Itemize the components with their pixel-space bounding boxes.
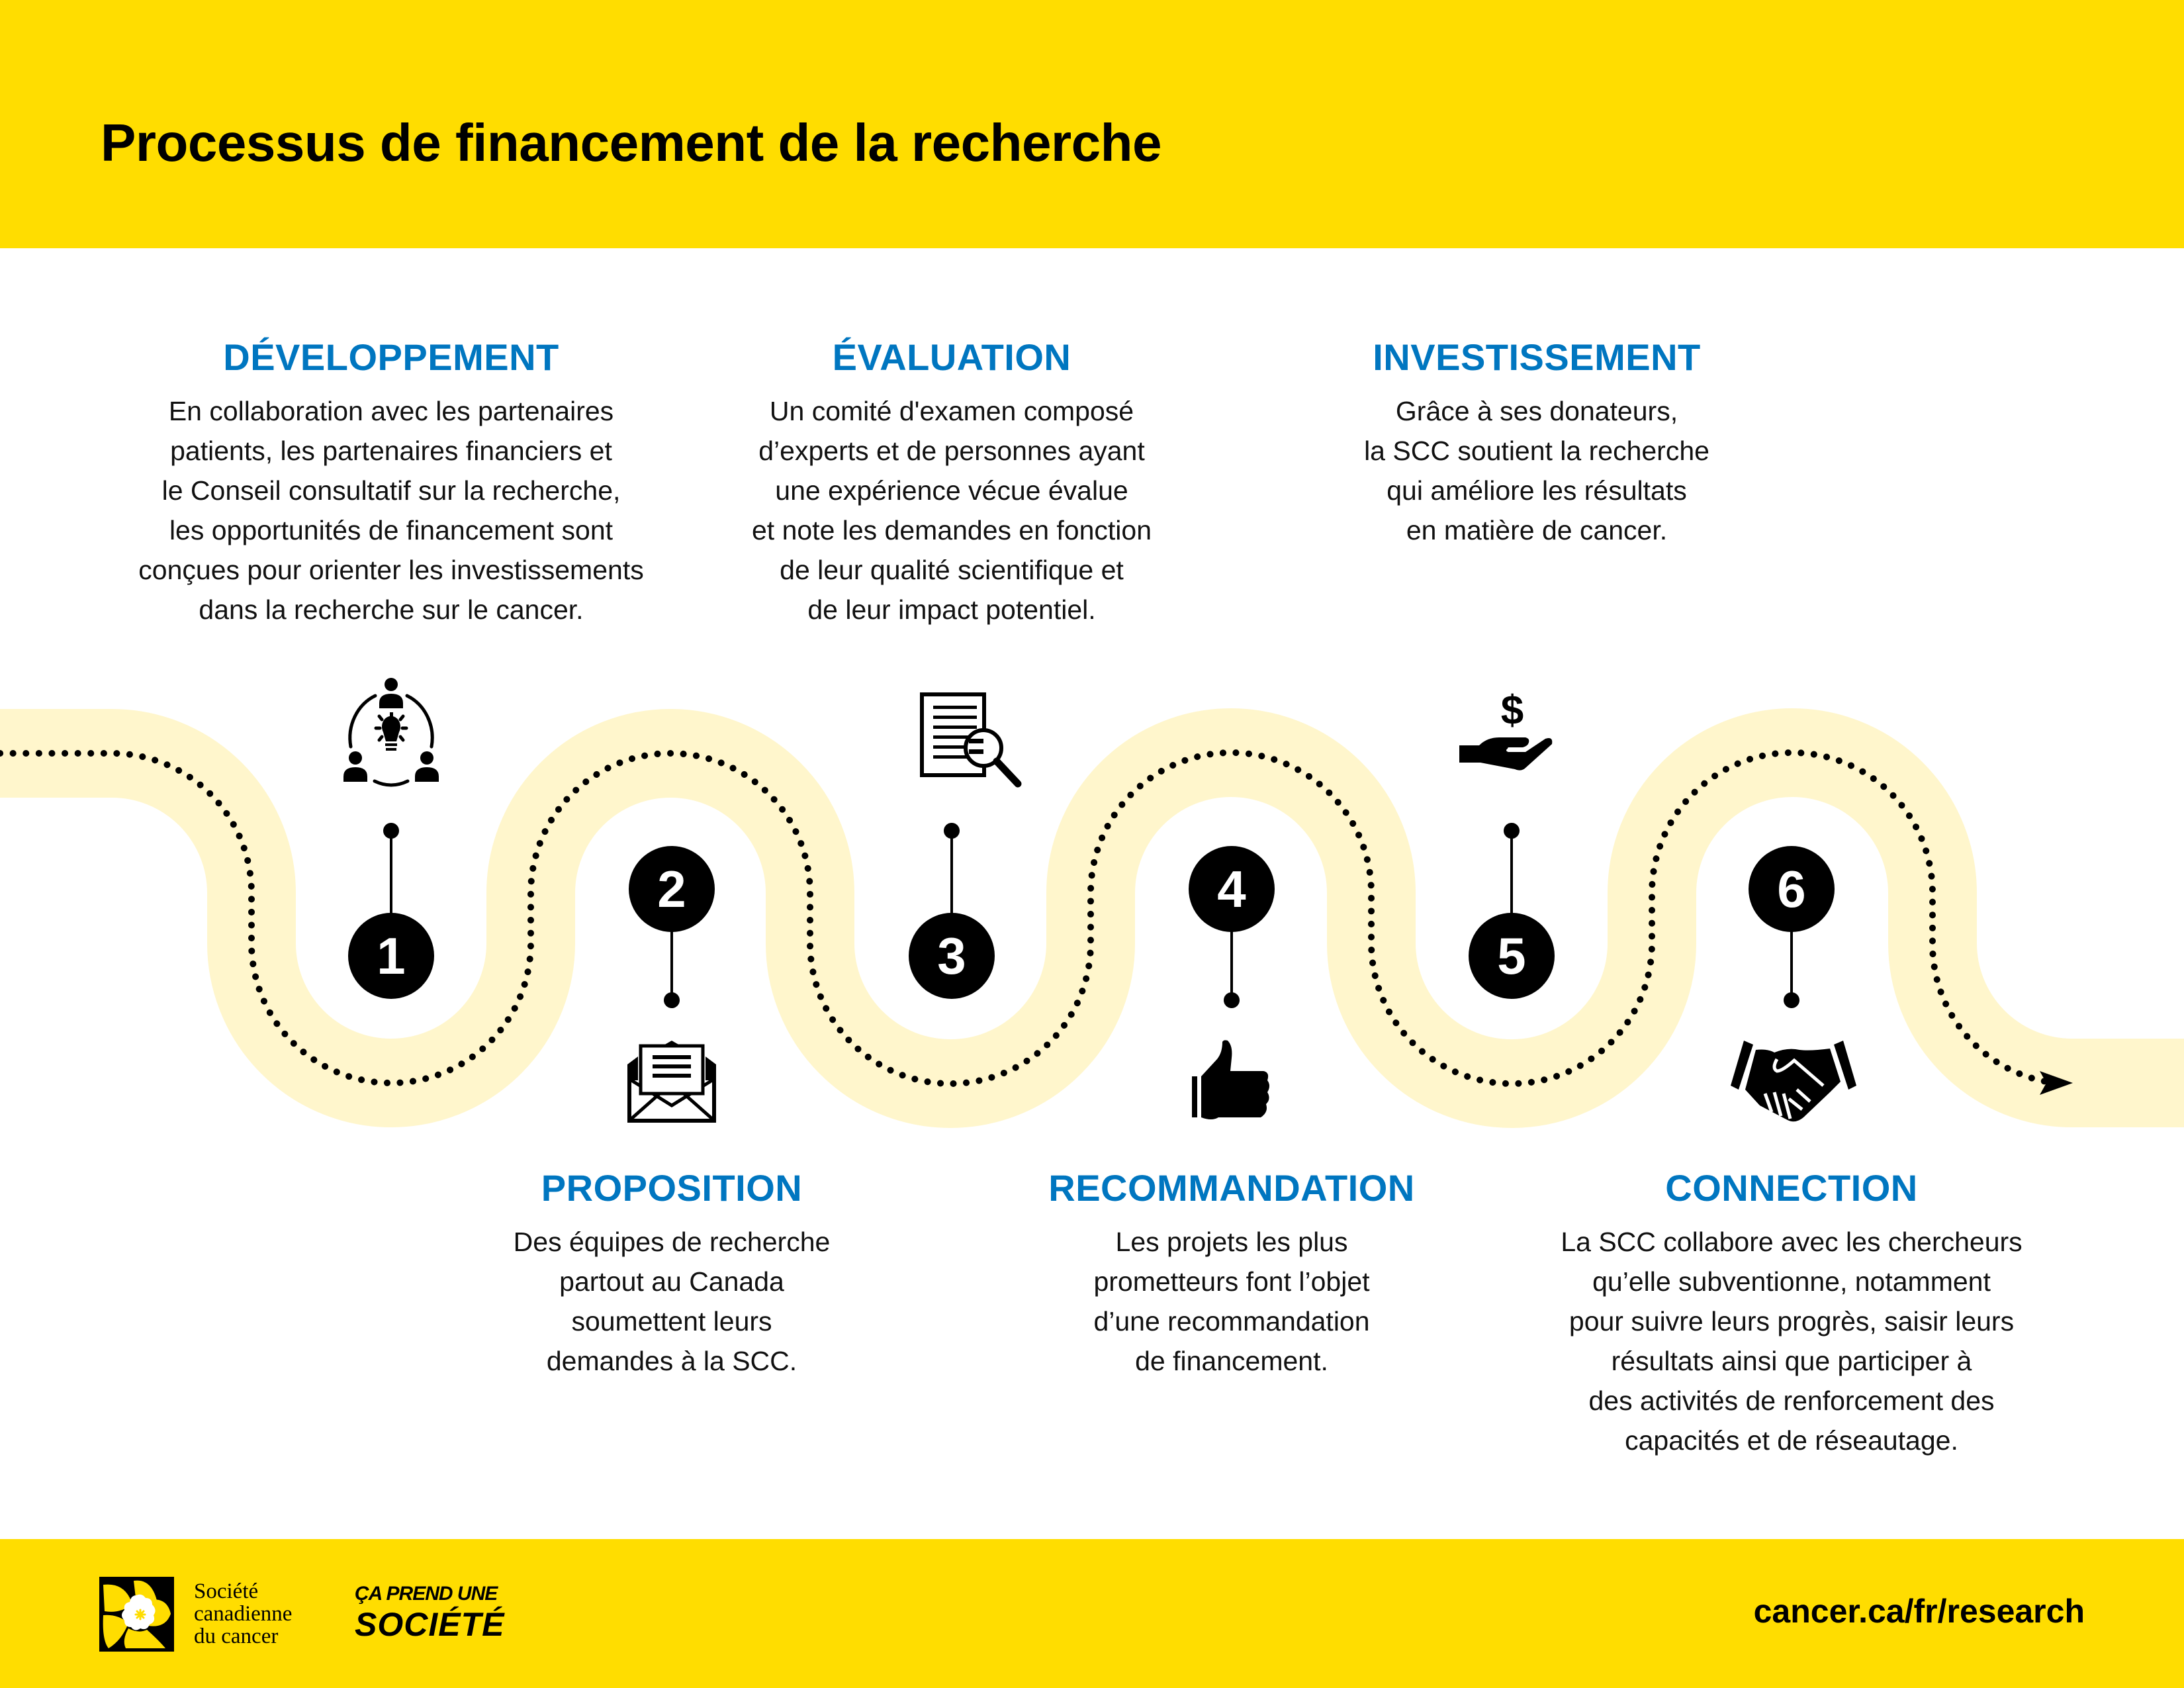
desc-line: et note les demandes en fonction	[751, 515, 1152, 545]
desc-line: Les projets les plus	[1115, 1227, 1348, 1257]
step-2-heading: PROPOSITION	[541, 1167, 803, 1209]
step-6-text: CONNECTION La SCC collabore avec les che…	[1520, 1165, 2063, 1460]
desc-line: soumettent leurs	[571, 1306, 772, 1336]
thumbs-up-icon	[1192, 1040, 1269, 1119]
step-badge-2: 2	[629, 846, 715, 932]
road-band	[0, 753, 2184, 1084]
step-3-description: Un comité d'examen composé d’experts et …	[680, 391, 1223, 630]
arrowhead-icon	[2040, 1071, 2073, 1095]
hand-dollar-icon: $	[1459, 691, 1553, 771]
desc-line: la SCC soutient la recherche	[1364, 436, 1709, 466]
step-4-heading: RECOMMANDATION	[1048, 1167, 1415, 1209]
desc-line: d’une recommandation	[1093, 1306, 1370, 1336]
pin-connectors	[383, 823, 1799, 1008]
step-1-heading: DÉVELOPPEMENT	[223, 336, 559, 378]
header-band: Processus de financement de la recherche	[0, 0, 2184, 248]
collaboration-lightbulb-icon	[343, 678, 439, 787]
desc-line: qu’elle subventionne, notamment	[1592, 1266, 1991, 1297]
step-5-heading: INVESTISSEMENT	[1373, 336, 1701, 378]
slogan-line-2: SOCIÉTÉ	[355, 1606, 505, 1643]
desc-line: demandes à la SCC.	[546, 1346, 797, 1376]
handshake-icon	[1731, 1041, 1856, 1122]
desc-line: capacités et de réseautage.	[1625, 1425, 1958, 1456]
desc-line: La SCC collabore avec les chercheurs	[1561, 1227, 2023, 1257]
desc-line: Des équipes de recherche	[513, 1227, 831, 1257]
step-badge-6: 6	[1749, 846, 1835, 932]
dotted-route	[0, 749, 2058, 1087]
svg-text:$: $	[1501, 691, 1524, 733]
desc-line: résultats ainsi que participer à	[1611, 1346, 1972, 1376]
desc-line: qui améliore les résultats	[1387, 475, 1687, 506]
step-badge-4: 4	[1189, 846, 1275, 932]
desc-line: en matière de cancer.	[1406, 515, 1668, 545]
step-6-heading: CONNECTION	[1665, 1167, 1918, 1209]
desc-line: de leur qualité scientifique et	[780, 555, 1124, 585]
desc-line: prometteurs font l’objet	[1093, 1266, 1370, 1297]
step-4-description: Les projets les plus prometteurs font l’…	[960, 1222, 1503, 1381]
step-badge-1: 1	[348, 913, 434, 999]
desc-line: dans la recherche sur le cancer.	[199, 594, 584, 625]
step-5-description: Grâce à ses donateurs, la SCC soutient l…	[1265, 391, 1808, 550]
step-1-description: En collaboration avec les partenaires pa…	[120, 391, 662, 630]
desc-line: des activités de renforcement des	[1588, 1385, 1995, 1416]
desc-line: Grâce à ses donateurs,	[1395, 396, 1678, 426]
step-6-description: La SCC collabore avec les chercheurs qu’…	[1520, 1222, 2063, 1460]
desc-line: d’experts et de personnes ayant	[758, 436, 1145, 466]
desc-line: le Conseil consultatif sur la recherche,	[161, 475, 621, 506]
step-2-description: Des équipes de recherche partout au Cana…	[400, 1222, 943, 1381]
desc-line: pour suivre leurs progrès, saisir leurs	[1569, 1306, 2015, 1336]
desc-line: Un comité d'examen composé	[769, 396, 1134, 426]
step-2-text: PROPOSITION Des équipes de recherche par…	[400, 1165, 943, 1381]
desc-line: une expérience vécue évalue	[775, 475, 1128, 506]
desc-line: de leur impact potentiel.	[807, 594, 1096, 625]
desc-line: patients, les partenaires financiers et	[170, 436, 612, 466]
desc-line: En collaboration avec les partenaires	[168, 396, 614, 426]
step-1-text: DÉVELOPPEMENT En collaboration avec les …	[120, 334, 662, 630]
desc-line: de financement.	[1135, 1346, 1328, 1376]
step-5-text: INVESTISSEMENT Grâce à ses donateurs, la…	[1265, 334, 1808, 550]
step-badge-5: 5	[1469, 913, 1555, 999]
daffodil-logo-icon	[99, 1577, 174, 1652]
envelope-letter-icon	[627, 1041, 716, 1123]
step-3-text: ÉVALUATION Un comité d'examen composé d’…	[680, 334, 1223, 630]
org-name: Société canadienne du cancer	[194, 1580, 292, 1648]
step-4-text: RECOMMANDATION Les projets les plus prom…	[960, 1165, 1503, 1381]
org-name-line: Société	[194, 1579, 259, 1603]
footer-band: Société canadienne du cancer ÇA PREND UN…	[0, 1539, 2184, 1688]
slogan-line-1: ÇA PREND UNE	[355, 1583, 498, 1605]
org-name-line: canadienne	[194, 1602, 293, 1626]
document-magnifier-icon	[920, 692, 1022, 788]
step-3-heading: ÉVALUATION	[832, 336, 1071, 378]
website-link[interactable]: cancer.ca/fr/research	[1753, 1593, 2085, 1630]
org-name-line: du cancer	[194, 1624, 279, 1648]
desc-line: les opportunités de financement sont	[169, 515, 614, 545]
page-title: Processus de financement de la recherche	[101, 113, 1161, 172]
slogan: ÇA PREND UNE SOCIÉTÉ	[355, 1583, 505, 1643]
step-badge-3: 3	[909, 913, 995, 999]
desc-line: conçues pour orienter les investissement…	[138, 555, 644, 585]
desc-line: partout au Canada	[559, 1266, 784, 1297]
